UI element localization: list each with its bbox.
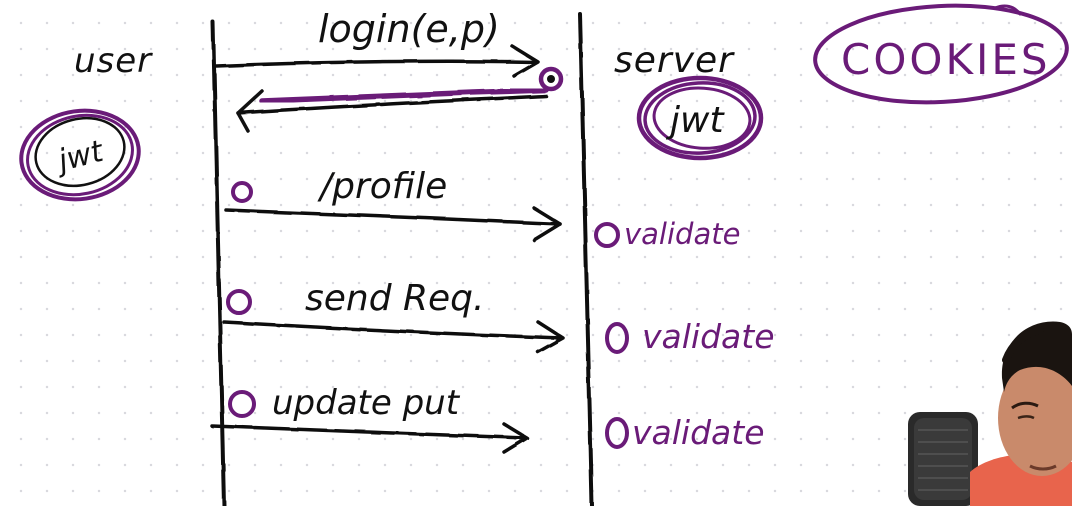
validate-marker-icon-1 [594,222,620,248]
profile-marker-icon [231,181,253,203]
user-jwt-badge: jwt [19,108,141,202]
validate-label-1: validate [624,217,740,251]
profile-arrow [224,206,562,242]
cookies-text: COOKIES [841,35,1051,84]
validate-label-3: validate [632,413,765,452]
profile-label: /profile [317,166,447,207]
presenter-face [998,360,1072,476]
login-label: login(e,p) [318,7,500,51]
send-req-arrow [222,320,565,354]
update-label: update put [272,383,461,423]
microphone-icon [908,412,978,506]
validate-marker-icon-2 [605,322,629,354]
presenter-webcam [900,300,1072,506]
login-receive-dot [538,66,564,92]
login-arrow [214,44,540,78]
update-marker-icon [228,390,256,418]
user-jwt-text: jwt [51,134,108,180]
user-lifeline [211,20,226,506]
server-label: server [614,40,735,81]
server-jwt-text: jwt [665,100,725,141]
server-jwt-badge: jwt [636,75,764,161]
send-req-marker-icon [226,289,252,315]
response-arrow [236,87,549,133]
user-label: user [74,41,153,81]
lifelines [211,12,594,506]
server-lifeline [578,12,594,506]
cookies-note: COOKIES [813,3,1069,105]
send-req-label: send Req. [305,278,484,319]
validate-marker-icon-3 [605,417,629,449]
update-arrow [210,422,529,454]
validate-label-2: validate [642,317,775,356]
